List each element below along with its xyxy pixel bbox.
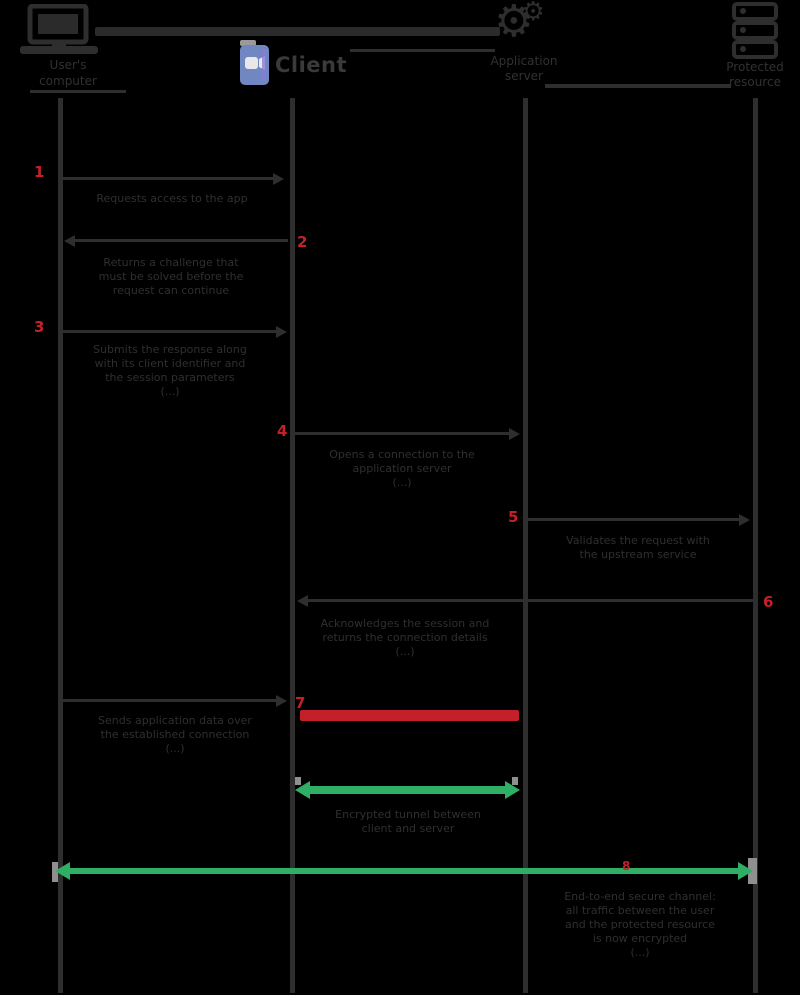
message-5-label: Validates the request with the upstream … [566, 534, 710, 561]
arrow-6-line [308, 599, 753, 602]
lifeline-server [523, 98, 528, 993]
arrow-5-head [739, 514, 750, 526]
server-label-line1: Application [490, 54, 558, 68]
channel-arrowhead-left [55, 862, 70, 880]
arrow-7-head [276, 695, 287, 707]
insecure-segment-red-bar [300, 710, 519, 721]
user-label-underline [30, 90, 126, 93]
arrow-2-head [64, 235, 75, 247]
channel-green-bar [68, 868, 740, 874]
arrow-5-line [528, 518, 741, 521]
channel-label: End-to-end secure channel: all traffic b… [564, 890, 716, 959]
message-1-label: Requests access to the app [96, 192, 248, 205]
user-computer-icon [16, 4, 108, 60]
tunnel-arrowhead-right [505, 781, 520, 799]
brand-logo [240, 45, 269, 85]
message-2-label: Returns a challenge that must be solved … [98, 256, 244, 297]
message-4-label: Opens a connection to the application se… [329, 448, 475, 489]
step-badge-8: 8 [622, 859, 631, 873]
brand-name: Client [275, 53, 348, 77]
message-6-label: Acknowledges the session and returns the… [320, 617, 490, 658]
connection-line-server-to-resource [545, 84, 731, 88]
tunnel-arrowhead-left [295, 781, 310, 799]
arrow-1-head [273, 173, 284, 185]
brand-logo-cap [240, 40, 256, 46]
arrow-1-line [63, 177, 275, 180]
arrow-4-head [509, 428, 520, 440]
resource-label-line2: resource [729, 75, 781, 89]
step-badge-1: 1 [34, 163, 45, 181]
arrow-7-line [63, 699, 278, 702]
arrow-3-line [63, 330, 278, 333]
tunnel-label: Encrypted tunnel between client and serv… [335, 808, 481, 835]
server-label-line2: server [505, 69, 543, 83]
server-gears-icon: ⚙⚙ [494, 0, 545, 47]
step-badge-2: 2 [297, 233, 308, 251]
lifeline-user [58, 98, 63, 993]
user-computer-label-line2: computer [39, 74, 97, 88]
lifeline-resource [753, 98, 758, 993]
arrow-3-head [276, 326, 287, 338]
message-3-label: Submits the response along with its clie… [93, 343, 247, 398]
step-badge-6: 6 [763, 593, 774, 611]
protected-resource-icon [722, 2, 788, 60]
step-badge-3: 3 [34, 318, 45, 336]
connection-line-client-to-server [350, 49, 495, 52]
channel-arrowhead-right [738, 862, 753, 880]
arrow-4-line [295, 432, 511, 435]
connection-bar-user-to-server [95, 27, 500, 36]
message-7-label: Sends application data over the establis… [98, 714, 252, 755]
arrow-2-line [74, 239, 288, 242]
step-badge-7: 7 [295, 694, 306, 712]
resource-label-line1: Protected [726, 60, 784, 74]
tunnel-green-bar [308, 786, 508, 794]
step-badge-5: 5 [508, 508, 519, 526]
step-badge-4: 4 [277, 422, 288, 440]
lifeline-client [290, 98, 295, 993]
arrow-6-head [297, 595, 308, 607]
user-computer-label-line1: User's [49, 58, 87, 72]
